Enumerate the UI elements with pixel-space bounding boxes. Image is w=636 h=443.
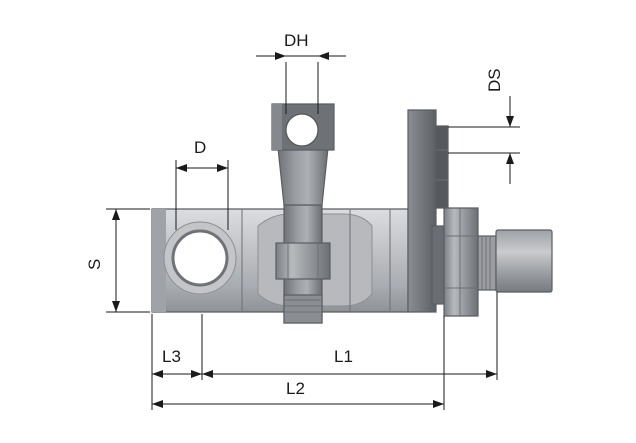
dimension-l2 xyxy=(152,400,444,408)
eye-hole xyxy=(171,229,229,287)
dimension-d xyxy=(175,160,229,230)
label-l1: L1 xyxy=(334,347,353,366)
label-l3: L3 xyxy=(162,347,181,366)
dimension-s xyxy=(106,208,150,313)
label-d: D xyxy=(194,138,206,157)
vertical-clevis xyxy=(271,103,335,324)
dimension-dh xyxy=(256,52,346,114)
side-plate xyxy=(407,109,449,313)
label-l2: L2 xyxy=(286,379,305,398)
threaded-rod xyxy=(477,229,553,293)
label-dh: DH xyxy=(284,31,309,50)
clevis-hole xyxy=(285,113,319,147)
label-ds: DS xyxy=(485,68,504,92)
label-s: S xyxy=(85,259,104,270)
dimension-l1 xyxy=(202,370,497,378)
dimension-ds xyxy=(448,96,520,184)
lock-nut xyxy=(431,207,479,317)
dimension-l3 xyxy=(152,370,202,378)
